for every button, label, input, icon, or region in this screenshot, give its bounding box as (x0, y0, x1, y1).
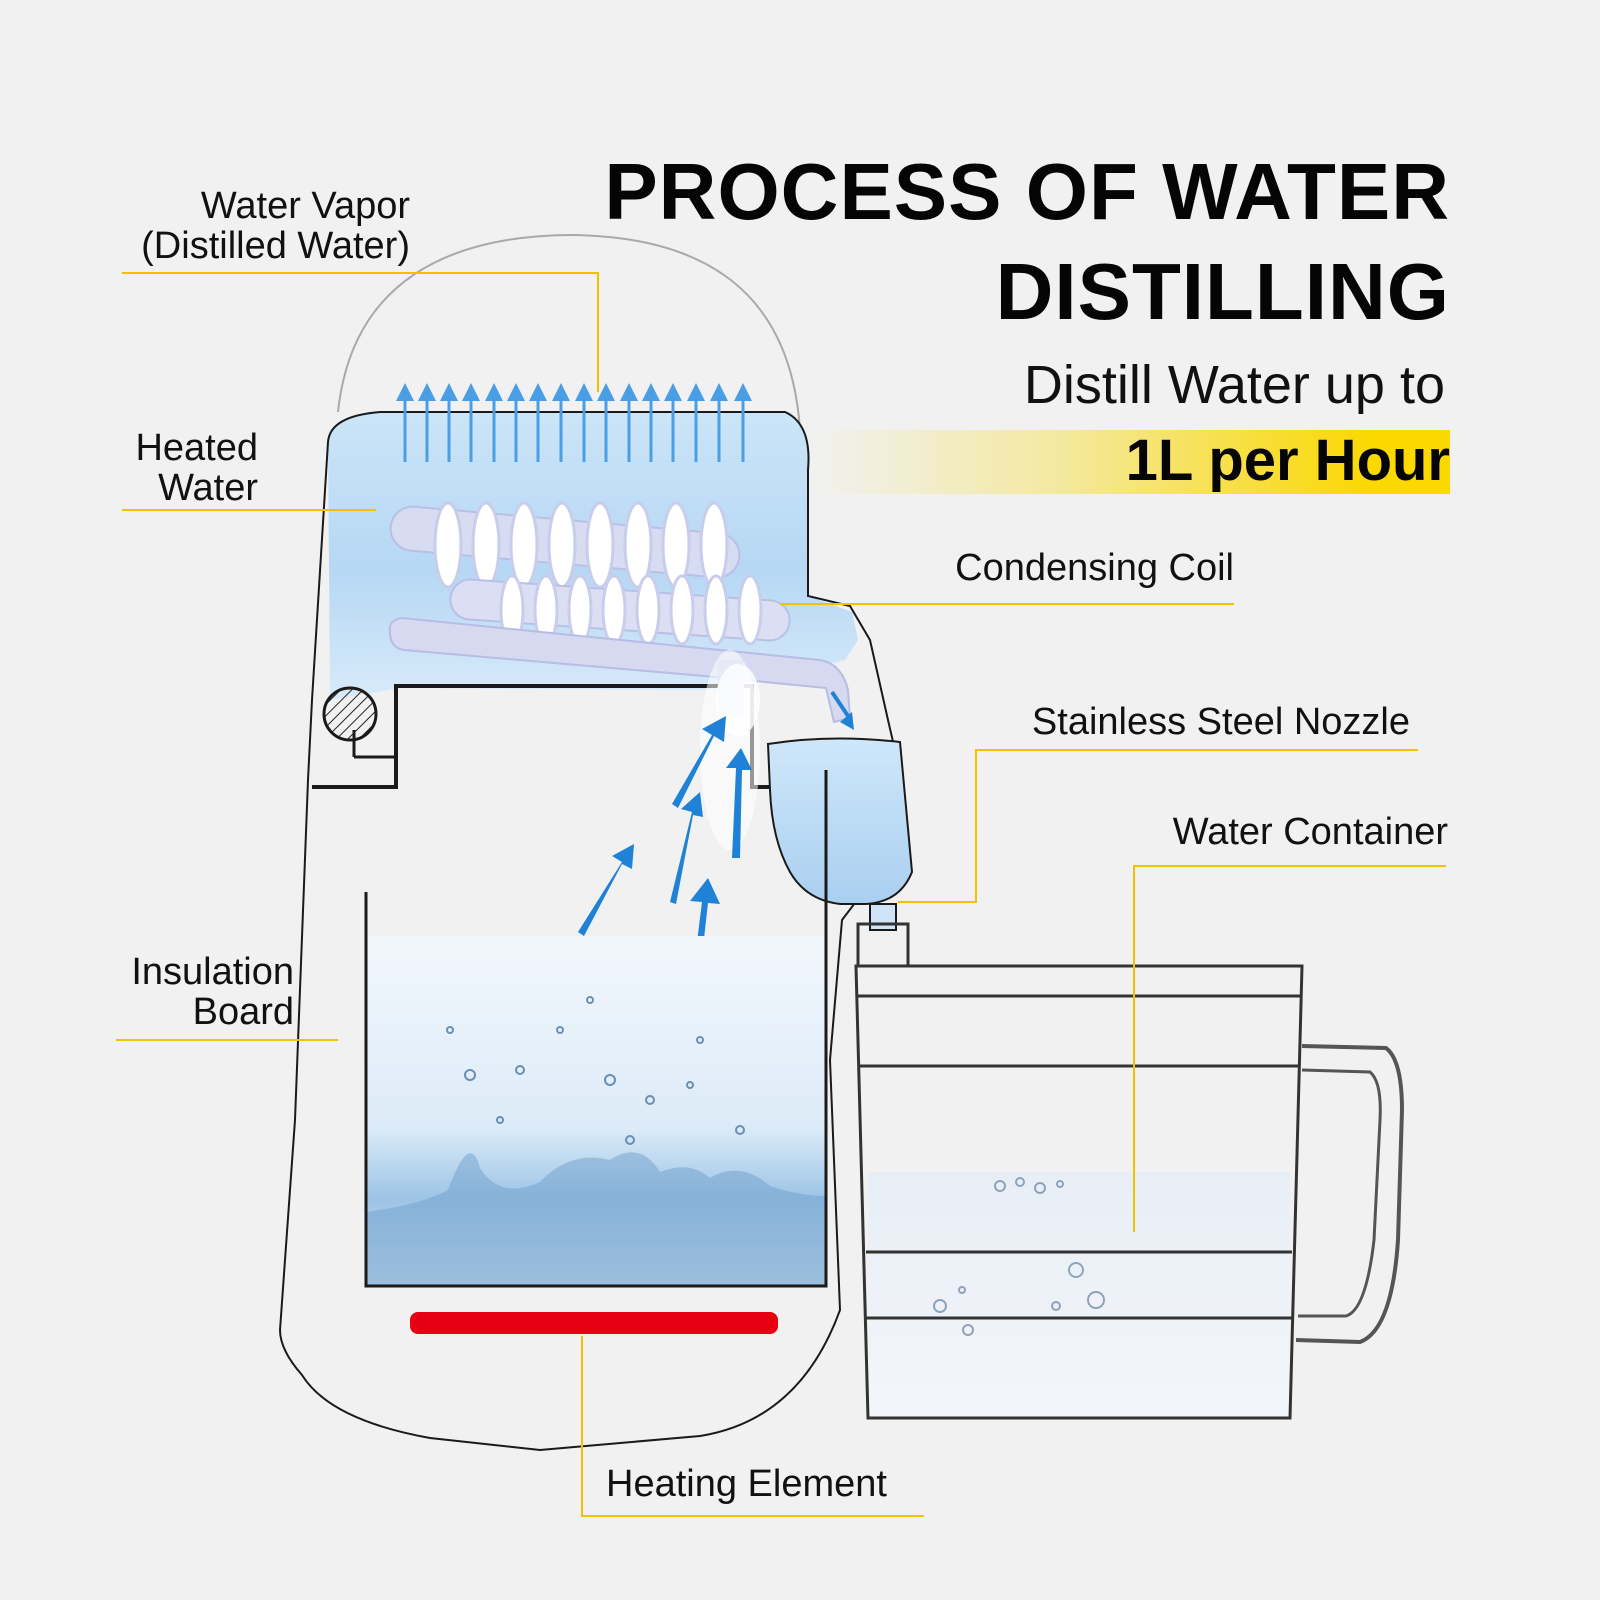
leader-lines (116, 272, 1446, 1517)
label-water-vapor-1: Water Vapor (200, 185, 410, 227)
label-heated-water-2: Water (158, 467, 258, 509)
jug-handle-inner (1298, 1068, 1382, 1318)
heating-element (410, 1312, 778, 1334)
label-heated-water-1: Heated (135, 427, 258, 469)
steam-mist-center (716, 664, 760, 736)
condensing-coil-loops-lower (499, 574, 763, 646)
title-line-1: PROCESS OF WATER (604, 147, 1450, 236)
label-water-vapor-2: (Distilled Water) (141, 225, 410, 267)
jug-handle (1295, 1044, 1405, 1345)
thermostat-sensor (322, 686, 378, 742)
rate-highlight (810, 430, 1450, 494)
label-insulation-board-2: Board (192, 991, 294, 1033)
jug-water (868, 1172, 1290, 1418)
label-heating-element: Heating Element (606, 1463, 887, 1505)
splash-droplets (446, 996, 745, 1145)
coil-outlet-pipe (388, 616, 852, 724)
jug-bubbles (933, 1177, 1105, 1336)
water-chamber-walls (364, 770, 828, 1288)
distiller-body-outline (278, 411, 902, 1452)
rate-text: 1L per Hour (1125, 428, 1450, 493)
label-water-container: Water Container (1172, 811, 1448, 853)
label-stainless-steel-nozzle: Stainless Steel Nozzle (1031, 701, 1410, 743)
title-line-2: DISTILLING (995, 247, 1450, 336)
distiller-dome (337, 233, 801, 431)
label-condensing-coil: Condensing Coil (955, 547, 1234, 589)
insulation-board-left (312, 684, 790, 789)
label-insulation-board-1: Insulation (131, 951, 294, 993)
collecting-cup (766, 737, 914, 905)
water-container-jug (854, 964, 1304, 1420)
stainless-steel-nozzle (869, 903, 897, 931)
condensing-coil-loops-upper (433, 501, 729, 589)
drip-arrow-head (840, 712, 854, 730)
jug-lid-connector (856, 922, 910, 966)
vapor-arrows (396, 383, 752, 462)
drip-arrow (830, 690, 850, 718)
splash-surface (366, 1152, 826, 1286)
subtitle: Distill Water up to (1023, 355, 1445, 415)
